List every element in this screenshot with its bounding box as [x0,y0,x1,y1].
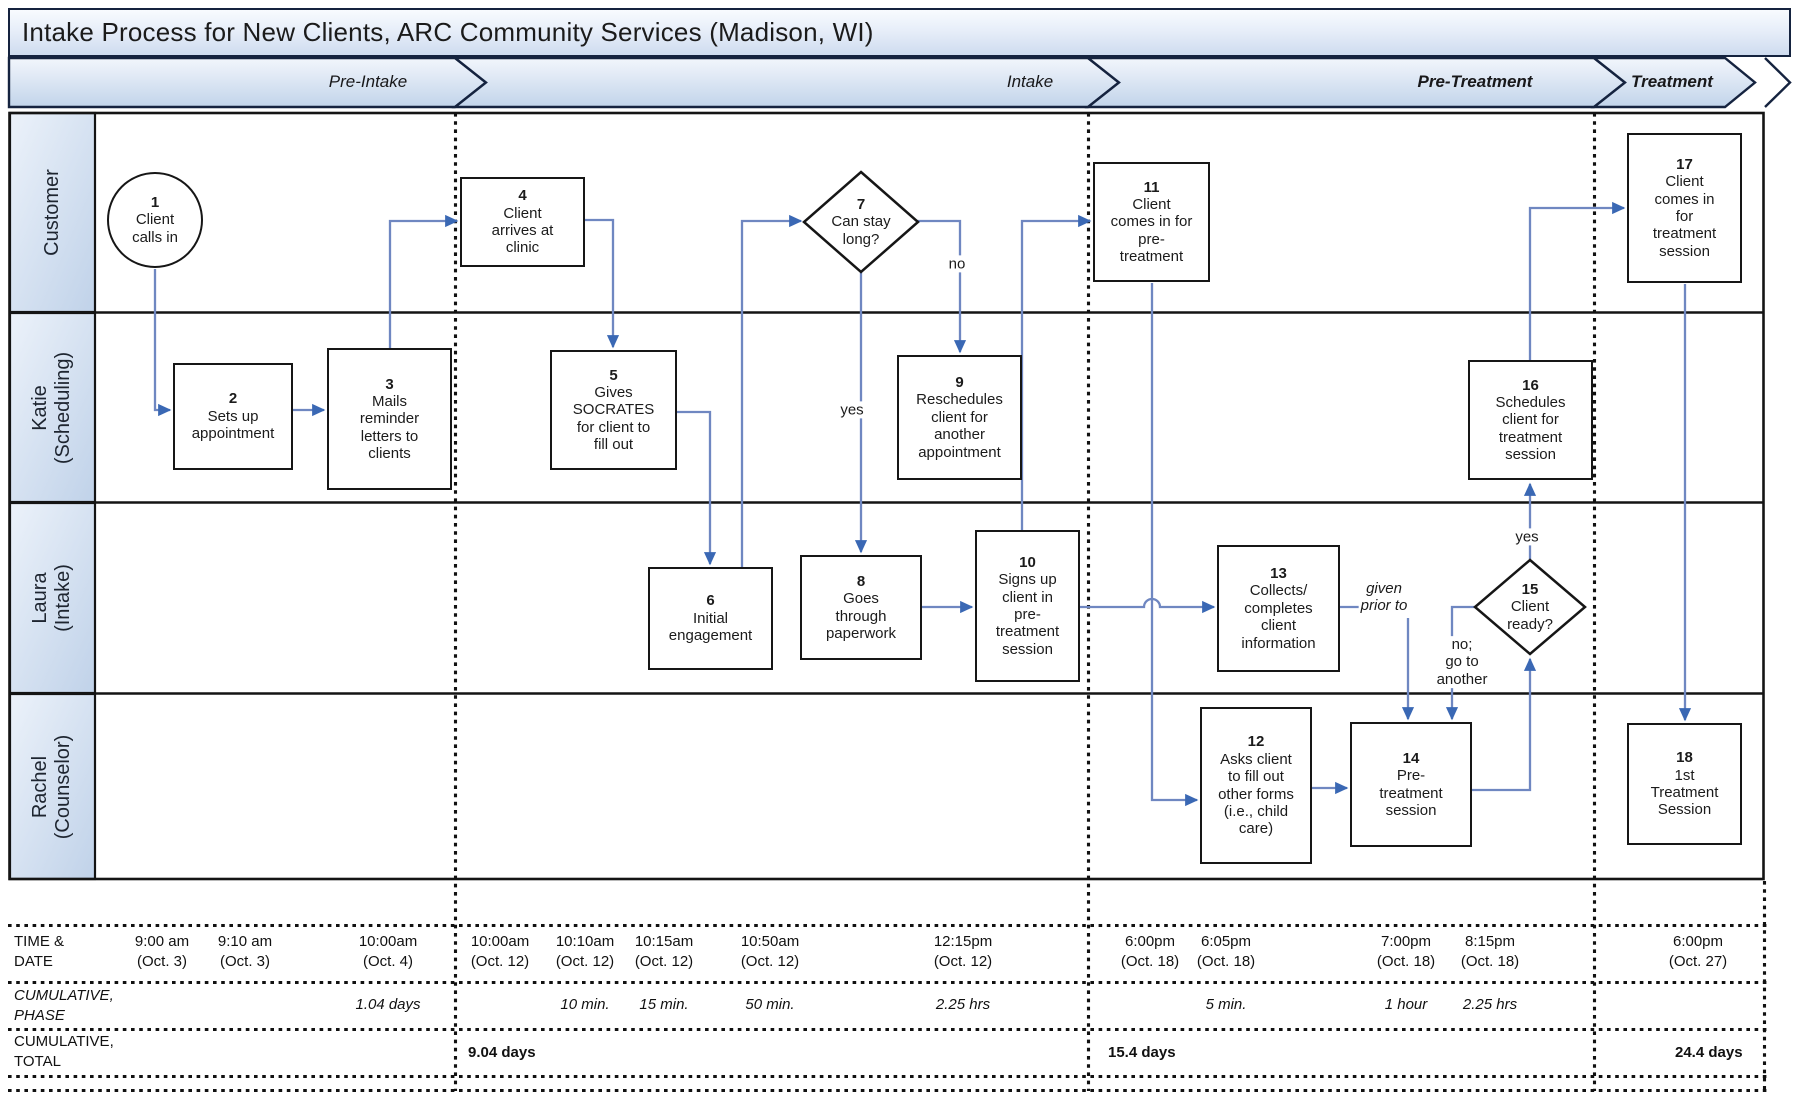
step-2-sets-up-appointment: 2 Sets up appointment [173,363,293,470]
time-cell-7: 10:50am (Oct. 12) [740,933,800,970]
edge-label-given-prior-to: given prior to [1358,579,1410,615]
duration-cell-4: 50 min. [745,996,795,1013]
phase-chevron-pre-treatment [1084,56,1627,109]
time-cell-2: 9:10 am (Oct. 3) [217,933,273,970]
step-4-client-arrives-at-clinic: 4 Client arrives at clinic [460,177,585,267]
edge-label-yes: yes [838,401,866,419]
connector-16-17 [1528,201,1626,360]
step-3-mails-reminder-letters: 3 Mails reminder letters to clients [327,348,452,490]
lane-label-rachel-counselor: Rachel (Counselor) [29,734,75,839]
connector-14-15 [1472,657,1537,792]
time-cell-8: 12:15pm (Oct. 12) [933,933,993,970]
time-cell-4: 10:00am (Oct. 12) [470,933,530,970]
lane-label-customer: Customer [40,169,63,256]
connector-6-7 [740,214,803,567]
duration-cell-6: 5 min. [1205,996,1247,1013]
phase-chevron-treatment [1590,56,1757,109]
time-cell-3: 10:00am (Oct. 4) [358,933,418,970]
step-11-client-comes-in-pre-treatment: 11 Client comes in for pre- treatment [1093,162,1210,282]
phase-label-pre-intake: Pre-Intake [328,72,408,91]
phase-label-treatment: Treatment [1631,72,1713,91]
phase-label-pre-treatment: Pre-Treatment [1417,72,1533,91]
swimlane-grid [8,111,1765,881]
step-10-signs-up-client: 10 Signs up client in pre- treatment ses… [975,530,1080,682]
total-cell-1: 9.04 days [468,1044,536,1061]
step-14-pre-treatment-session: 14 Pre- treatment session [1350,722,1472,847]
step-5-gives-socrates: 5 Gives SOCRATES for client to fill out [550,350,677,470]
step-13-collects-client-information: 13 Collects/ completes client informatio… [1217,545,1340,672]
connector-10-13-hop [1080,597,1216,614]
connector-11-12 [1150,283,1199,807]
duration-cell-2: 10 min. [560,996,610,1013]
connector-3-4 [388,214,459,348]
lane-cell-customer [8,111,97,314]
time-cell-13: 6:00pm (Oct. 27) [1668,933,1728,970]
step-18-first-treatment-session: 18 1st Treatment Session [1627,723,1742,845]
decision-7-shape [802,170,920,274]
time-cell-12: 8:15pm (Oct. 18) [1460,933,1520,970]
table-row-header-cumulative-total: CUMULATIVE, TOTAL [14,1033,114,1071]
connector-7-9-no [916,219,967,354]
time-cell-1: 9:00 am (Oct. 3) [134,933,190,970]
connector-1-2 [153,269,172,417]
decision-15-shape [1473,558,1587,656]
step-6-initial-engagement: 6 Initial engagement [648,567,773,670]
time-cell-5: 10:10am (Oct. 12) [555,933,615,970]
duration-cell-5: 2.25 hrs [935,996,991,1013]
decision-15-client-ready: 15 Client ready? [1507,580,1553,633]
table-row-header-time-date: TIME & DATE [14,933,65,971]
step-12-asks-client-fill-forms: 12 Asks client to fill out other forms (… [1200,707,1312,864]
flow-connectors [153,201,1692,807]
table-row-header-cumulative-phase: CUMULATIVE, PHASE [14,987,114,1025]
step-1-client-calls-in: 1 Client calls in [107,172,203,268]
edge-label-yes-2: yes [1513,528,1541,546]
dotted-separators [8,113,1767,1093]
time-cell-10: 6:05pm (Oct. 18) [1196,933,1256,970]
connector-5-6 [677,410,717,566]
time-cell-9: 6:00pm (Oct. 18) [1120,933,1180,970]
edge-label-no: no [946,255,968,273]
duration-cell-3: 15 min. [639,996,689,1013]
decision-7-can-stay-long: 7 Can stay long? [831,195,891,248]
step-8-goes-through-paperwork: 8 Goes through paperwork [800,555,922,660]
phase-chevron-tail [1764,57,1792,108]
diagram-title: Intake Process for New Clients, ARC Comm… [22,17,874,47]
title-bar: Intake Process for New Clients, ARC Comm… [8,8,1791,57]
time-cell-11: 7:00pm (Oct. 18) [1376,933,1436,970]
total-cell-2: 15.4 days [1108,1044,1176,1061]
phase-band [7,56,1792,109]
lanes-outer-border [8,111,1765,881]
edge-label-no-go-to-another: no; go to another [1434,636,1490,688]
duration-cell-1: 1.04 days [355,996,421,1013]
lane-label-katie-scheduling: Katie (Scheduling) [29,351,75,464]
total-cell-3: 24.4 days [1675,1044,1743,1061]
step-9-reschedules-client: 9 Reschedules client for another appoint… [897,355,1022,480]
duration-cell-8: 2.25 hrs [1462,996,1518,1013]
lane-label-laura-intake: Laura (Intake) [29,564,74,632]
step-17-client-comes-in-treatment: 17 Client comes in for treatment session [1627,133,1742,283]
phase-label-intake: Intake [1006,72,1054,91]
connector-4-5 [585,218,620,349]
time-cell-6: 10:15am (Oct. 12) [634,933,694,970]
phase-chevron-pre-intake [7,56,488,109]
connector-10-11 [1020,214,1092,530]
step-16-schedules-treatment-session: 16 Schedules client for treatment sessio… [1468,360,1593,480]
duration-cell-7: 1 hour [1384,996,1428,1013]
